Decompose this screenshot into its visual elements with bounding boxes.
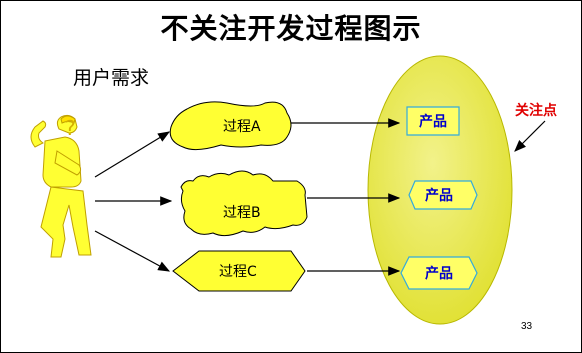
product-box-c: 产品 bbox=[400, 256, 478, 290]
thinking-person-icon: ? bbox=[30, 114, 92, 258]
arrow-to-process-c bbox=[94, 230, 171, 272]
product-a-label: 产品 bbox=[419, 113, 447, 130]
focus-arrow bbox=[514, 120, 546, 152]
product-b-label: 产品 bbox=[425, 187, 453, 204]
product-box-a: 产品 bbox=[406, 106, 460, 136]
slide-title: 不关注开发过程图示 bbox=[160, 12, 422, 45]
process-a-label: 过程A bbox=[223, 119, 261, 135]
arrow-to-process-a bbox=[94, 131, 171, 178]
page-number: 33 bbox=[521, 321, 533, 332]
product-box-b: 产品 bbox=[408, 180, 478, 210]
user-requirements-label: 用户需求 bbox=[73, 67, 150, 89]
focus-point-label: 关注点 bbox=[515, 103, 557, 119]
process-a-shape: 过程A bbox=[169, 101, 292, 151]
product-c-label: 产品 bbox=[425, 265, 453, 282]
svg-text:?: ? bbox=[65, 116, 76, 140]
process-c-label: 过程C bbox=[219, 264, 257, 280]
process-b-label: 过程B bbox=[223, 205, 261, 221]
process-c-shape: 过程C bbox=[172, 250, 306, 292]
process-b-shape: 过程B bbox=[180, 170, 308, 237]
